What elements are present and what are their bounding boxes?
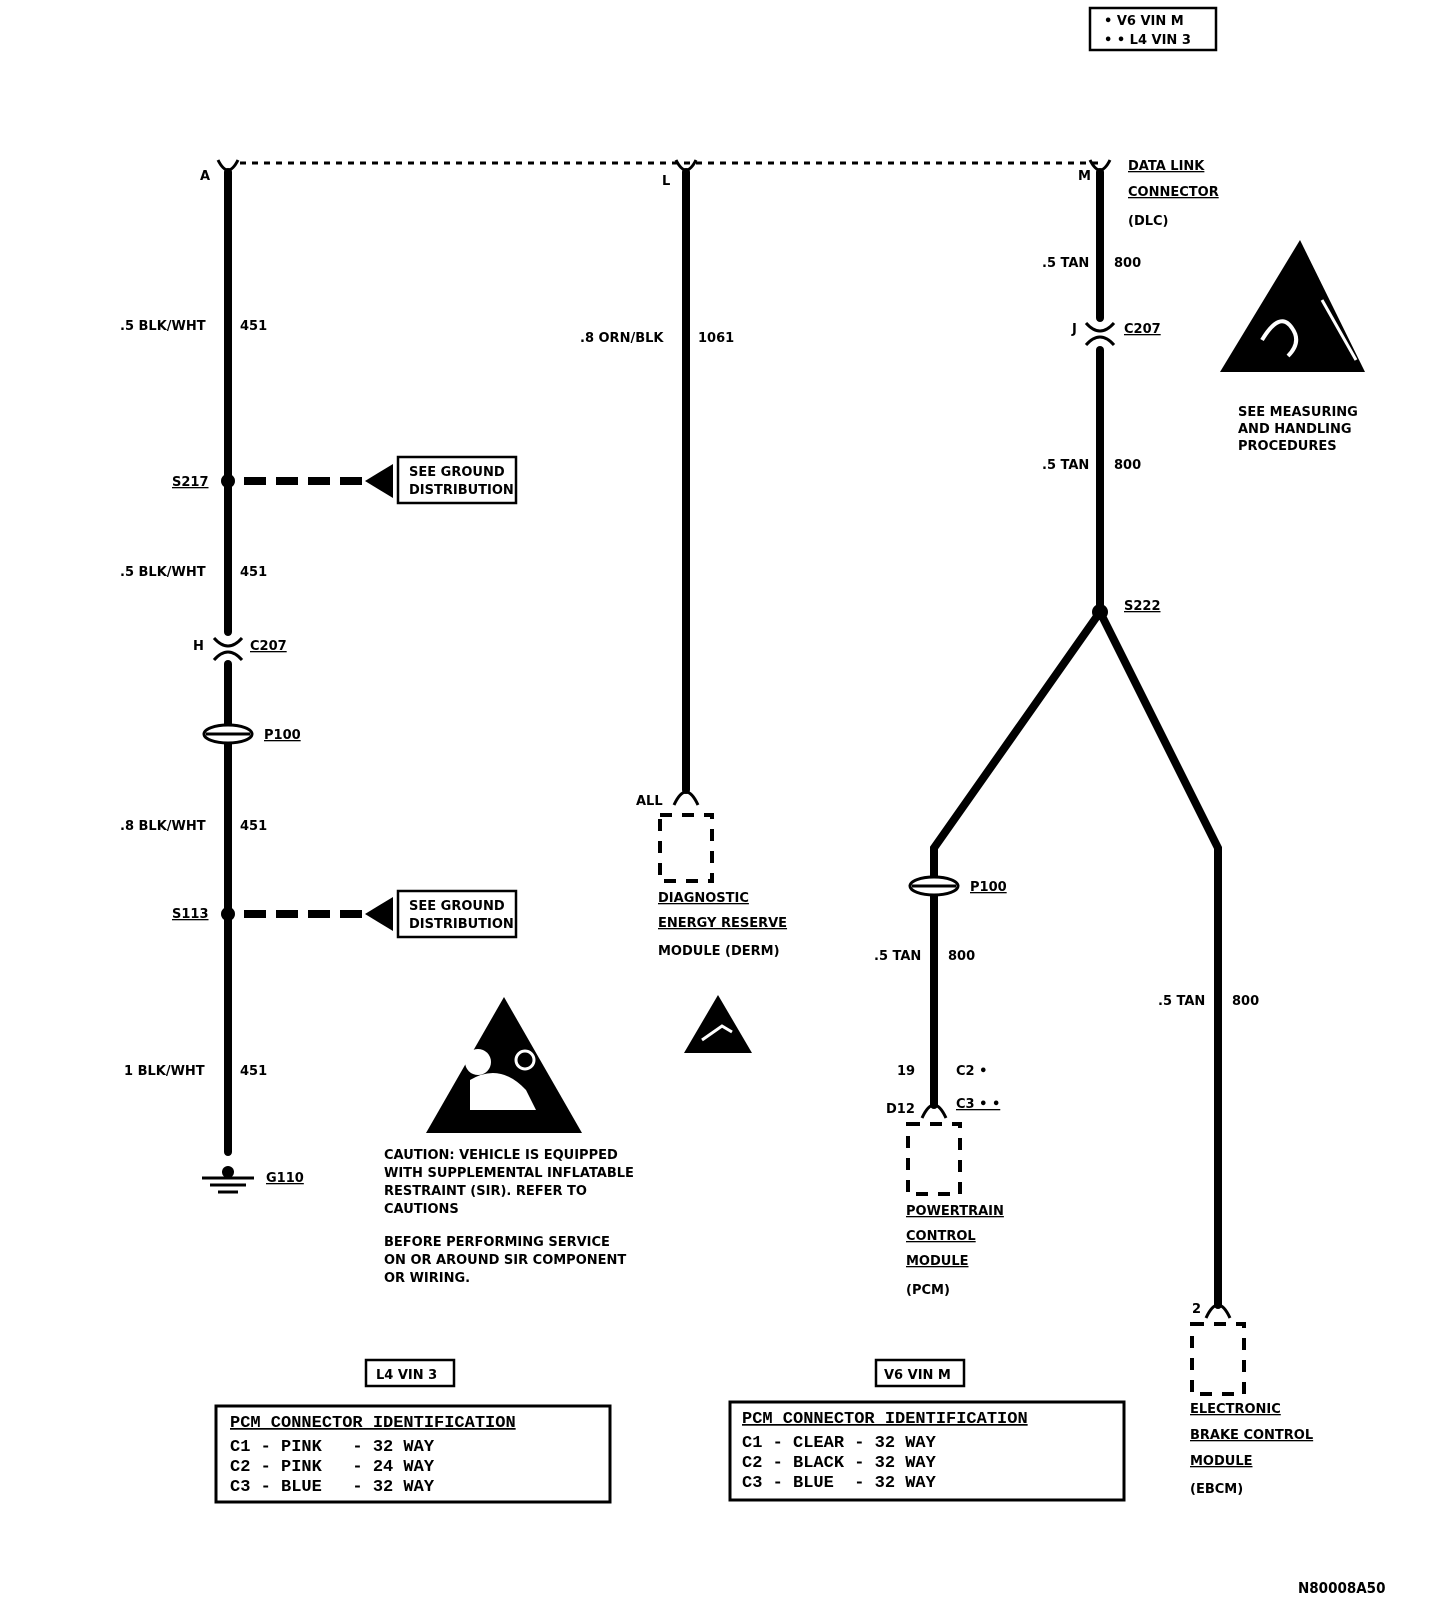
right-wire2-gauge: .5 TAN	[1042, 458, 1089, 473]
pcm-wire-gauge: .5 TAN	[874, 949, 921, 964]
left-passthru-label: P100	[264, 728, 301, 743]
pcm-module-box	[906, 1122, 962, 1196]
splice-s217	[221, 474, 235, 488]
right-conn-name: C207	[1124, 322, 1161, 337]
esd-line2: AND HANDLING	[1238, 422, 1352, 437]
sir-caution: CAUTION: VEHICLE IS EQUIPPED WITH SUPPLE…	[384, 997, 634, 1286]
dlc-name-3: (DLC)	[1128, 214, 1169, 229]
ground-ref-box-2	[396, 889, 518, 939]
splice-s113-label: S113	[172, 907, 209, 922]
ebcm-line1: ELECTRONIC	[1190, 1402, 1281, 1417]
ebcm-line2: BRAKE CONTROL	[1190, 1428, 1313, 1443]
ebcm-line4: (EBCM)	[1190, 1482, 1243, 1497]
splice-s113	[221, 907, 235, 921]
derm-line2: ENERGY RESERVE	[658, 916, 787, 931]
esd-line3: PROCEDURES	[1238, 439, 1337, 454]
dlc-name-2: CONNECTOR	[1128, 185, 1219, 200]
pcm-line3: MODULE	[906, 1254, 969, 1269]
pcm-conn2: C3 • •	[956, 1097, 1000, 1112]
right-wire2-circuit: 800	[1114, 458, 1141, 473]
pcm-line2: CONTROL	[906, 1229, 976, 1244]
table-v6-row1: C1 - CLEAR - 32 WAY	[742, 1434, 937, 1453]
dlc-pin-m: M	[1078, 169, 1091, 184]
caution-line7: OR WIRING.	[384, 1271, 470, 1286]
left-wire4-gauge: 1 BLK/WHT	[124, 1064, 205, 1079]
middle-wire-gauge: .8 ORN/BLK	[580, 331, 664, 346]
right-conn-pin: J	[1071, 322, 1077, 337]
dlc-name-1: DATA LINK	[1128, 159, 1205, 174]
pcm-pin2: D12	[886, 1102, 915, 1117]
table-v6-row3: C3 - BLUE - 32 WAY	[742, 1474, 937, 1493]
pcm-line1: POWERTRAIN	[906, 1204, 1004, 1219]
pcm-passthru-label: P100	[970, 880, 1007, 895]
right-wire1-gauge: .5 TAN	[1042, 256, 1089, 271]
ground-ref-2-line1: SEE GROUND	[409, 899, 505, 914]
middle-pin: ALL	[636, 794, 663, 809]
table-l4-tag: L4 VIN 3	[376, 1368, 437, 1383]
esd-line1: SEE MEASURING	[1238, 405, 1358, 420]
pcm-table-v6: V6 VIN M PCM CONNECTOR IDENTIFICATION C1…	[728, 1358, 1126, 1502]
ebcm-line3: MODULE	[1190, 1454, 1253, 1469]
derm-module-box	[658, 813, 714, 883]
middle-wire-circuit: 1061	[698, 331, 734, 346]
left-wire3-gauge: .8 BLK/WHT	[120, 819, 206, 834]
table-v6-header: PCM CONNECTOR IDENTIFICATION	[742, 1410, 1028, 1429]
right-branch: .5 TAN 800 J C207 .5 TAN 800 S222 SEE ME…	[874, 168, 1365, 1497]
caution-line2: WITH SUPPLEMENTAL INFLATABLE	[384, 1166, 634, 1181]
pcm-pin1: 19	[897, 1064, 915, 1079]
dlc-pin-l: L	[662, 174, 670, 189]
legend-box: • V6 VIN M • • L4 VIN 3	[1088, 6, 1218, 52]
table-l4-row2: C2 - PINK - 24 WAY	[230, 1458, 435, 1477]
pcm-wire-circuit: 800	[948, 949, 975, 964]
sir-warning-icon	[426, 997, 582, 1133]
legend-l4: • • L4 VIN 3	[1104, 33, 1191, 48]
caution-line4: CAUTIONS	[384, 1202, 459, 1217]
ground-ref-1-line1: SEE GROUND	[409, 465, 505, 480]
derm-line1: DIAGNOSTIC	[658, 891, 749, 906]
table-v6-row2: C2 - BLACK - 32 WAY	[742, 1454, 937, 1473]
splice-s217-label: S217	[172, 475, 209, 490]
caution-line3: RESTRAINT (SIR). REFER TO	[384, 1184, 587, 1199]
left-wire2-gauge: .5 BLK/WHT	[120, 565, 206, 580]
ground-ref-box-1	[396, 455, 518, 505]
left-conn-name: C207	[250, 639, 287, 654]
right-wire1-circuit: 800	[1114, 256, 1141, 271]
caution-line6: ON OR AROUND SIR COMPONENT	[384, 1253, 626, 1268]
dlc-connector: A L M DATA LINK CONNECTOR (DLC)	[200, 159, 1219, 229]
left-branch: .5 BLK/WHT 451 S217 SEE GROUND DISTRIBUT…	[120, 168, 518, 1194]
ebcm-module-box	[1190, 1322, 1246, 1396]
figure-id: N80008A50	[1298, 1579, 1385, 1597]
caution-line5: BEFORE PERFORMING SERVICE	[384, 1235, 610, 1250]
table-v6-tag: V6 VIN M	[884, 1368, 951, 1383]
table-l4-row1: C1 - PINK - 32 WAY	[230, 1438, 435, 1457]
left-wire1-circuit: 451	[240, 319, 267, 334]
ebcm-pin: 2	[1192, 1302, 1201, 1317]
pcm-line4: (PCM)	[906, 1283, 950, 1298]
caution-line1: CAUTION: VEHICLE IS EQUIPPED	[384, 1148, 618, 1163]
splice-s222-label: S222	[1124, 599, 1161, 614]
esd-warning-icon	[1220, 240, 1365, 372]
left-wire2-circuit: 451	[240, 565, 267, 580]
small-caution-icon	[684, 995, 752, 1053]
left-wire4-circuit: 451	[240, 1064, 267, 1079]
ebcm-wire-circuit: 800	[1232, 994, 1259, 1009]
table-l4-header: PCM CONNECTOR IDENTIFICATION	[230, 1414, 516, 1433]
legend-v6: • V6 VIN M	[1104, 14, 1184, 29]
left-wire3-circuit: 451	[240, 819, 267, 834]
table-l4-row3: C3 - BLUE - 32 WAY	[230, 1478, 435, 1497]
derm-line3: MODULE (DERM)	[658, 944, 780, 959]
middle-branch: .8 ORN/BLK 1061 ALL DIAGNOSTIC ENERGY RE…	[580, 168, 787, 1053]
ground-ref-1-line2: DISTRIBUTION	[409, 483, 514, 498]
ground-icon	[202, 1166, 254, 1194]
ebcm-wire-gauge: .5 TAN	[1158, 994, 1205, 1009]
ground-ref-2-line2: DISTRIBUTION	[409, 917, 514, 932]
pcm-table-l4: L4 VIN 3 PCM CONNECTOR IDENTIFICATION C1…	[214, 1358, 612, 1504]
pcm-conn1: C2 •	[956, 1064, 987, 1079]
left-wire1-gauge: .5 BLK/WHT	[120, 319, 206, 334]
ground-g110-label: G110	[266, 1171, 304, 1186]
dlc-pin-a: A	[200, 169, 210, 184]
left-conn-pin: H	[193, 639, 204, 654]
